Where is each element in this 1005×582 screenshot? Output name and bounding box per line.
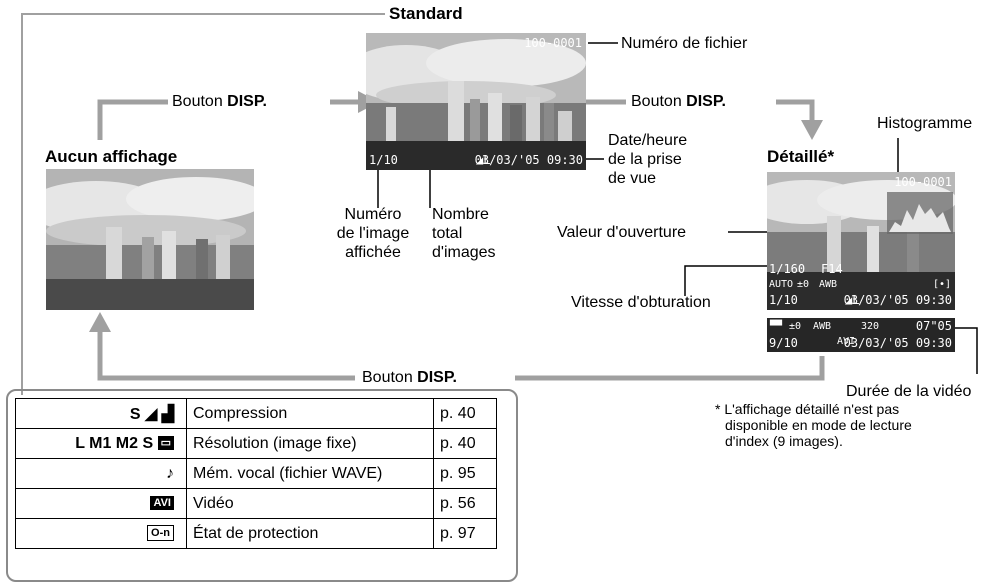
table-row: L M1 M2 S ▭ Résolution (image fixe) p. 4…	[15, 428, 497, 459]
row-description: Résolution (image fixe)	[186, 428, 434, 459]
standard-datetime: 03/03/'05 09:30	[474, 153, 583, 167]
bouton-prefix: Bouton	[172, 93, 223, 110]
video-duration: 07"05	[915, 319, 952, 333]
protect-key-icon: O-n	[15, 518, 187, 549]
bouton-disp-label-bottom: Bouton DISP.	[362, 368, 457, 387]
detail-auto-mode: AUTO	[769, 279, 794, 290]
detail-shutter-speed: 1/160	[769, 262, 806, 276]
aucun-affichage-title: Aucun affichage	[45, 147, 178, 166]
row-description: État de protection	[186, 518, 434, 549]
video-resolution: 320	[861, 321, 880, 332]
video-image-count: 9/10	[769, 336, 798, 350]
detail-file-number: 100-0001	[894, 175, 952, 189]
city-skyline-image	[46, 169, 254, 310]
row-page: p. 56	[433, 488, 497, 519]
disp-word: DISP.	[417, 369, 457, 386]
bouton-disp-label-left: Bouton DISP.	[172, 92, 267, 111]
standard-title: Standard	[389, 4, 463, 23]
detail-datetime: 03/03/'05 09:30	[843, 293, 952, 307]
duree-video-label: Durée de la vidéo	[846, 383, 972, 400]
footnote: * L'affichage détaillé n'est pas disponi…	[715, 401, 912, 449]
row-page: p. 40	[433, 428, 497, 459]
row-description: Vidéo	[186, 488, 434, 519]
bouton-prefix: Bouton	[362, 369, 413, 386]
detail-compression-icon: ◢L	[845, 293, 860, 307]
histogram-graph	[887, 192, 953, 234]
video-format: AVI	[837, 336, 856, 347]
disp-word: DISP.	[227, 93, 267, 110]
video-exposure: ±0	[789, 321, 802, 332]
compression-icons: S ◢ ▟	[15, 398, 187, 429]
detail-image-count: 1/10	[769, 293, 798, 307]
row-page: p. 97	[433, 518, 497, 549]
standard-photo: 100-0001 1/10 03/03/'05 09:30 ◢L	[366, 33, 586, 170]
city-skyline-image	[366, 33, 586, 170]
video-icon: ▀▀	[770, 321, 783, 332]
video-datetime: 03/03/'05 09:30	[843, 336, 952, 350]
compression-icon: ◢L	[476, 153, 491, 167]
detaille-title: Détaillé*	[767, 147, 835, 166]
histogramme-label: Histogramme	[877, 115, 973, 132]
row-page: p. 95	[433, 458, 497, 489]
vitesse-obturation-label: Vitesse d'obturation	[571, 294, 711, 311]
table-row: O-n État de protection p. 97	[15, 518, 497, 549]
video-info-strip: ▀▀ ±0 AWB 320 07"05 9/10 AVI 03/03/'05 0…	[767, 318, 955, 352]
detailed-photo: 100-0001 1/160 F14 AUTO ±0 AWB [•] 1/10 …	[767, 172, 955, 310]
bouton-prefix: Bouton	[631, 93, 682, 110]
row-page: p. 40	[433, 398, 497, 429]
table-row: S ◢ ▟ Compression p. 40	[15, 398, 497, 429]
table-row: ♪ Mém. vocal (fichier WAVE) p. 95	[15, 458, 497, 489]
standard-image-count: 1/10	[369, 153, 398, 167]
valeur-ouverture-label: Valeur d'ouverture	[557, 224, 687, 241]
video-white-balance: AWB	[813, 321, 832, 332]
numero-fichier-label: Numéro de fichier	[621, 35, 748, 52]
standard-file-number: 100-0001	[524, 36, 582, 50]
icon-reference-table: S ◢ ▟ Compression p. 40 L M1 M2 S ▭ Réso…	[15, 398, 497, 549]
no-display-photo	[46, 169, 254, 310]
resolution-icons: L M1 M2 S ▭	[15, 428, 187, 459]
row-description: Compression	[186, 398, 434, 429]
table-row: AVI Vidéo p. 56	[15, 488, 497, 519]
disp-word: DISP.	[686, 93, 726, 110]
bouton-disp-label-right: Bouton DISP.	[631, 92, 726, 111]
numero-image-label: Numéro de l'image affichée	[336, 206, 410, 261]
detail-aperture: F14	[821, 262, 843, 276]
detail-white-balance: AWB	[819, 279, 838, 290]
sound-memo-icon: ♪	[15, 458, 187, 489]
nombre-total-label: Nombre total d'images	[432, 206, 496, 261]
detail-exposure: ±0	[797, 279, 810, 290]
date-heure-label: Date/heure de la prise de vue	[608, 132, 688, 187]
movie-icon: AVI	[15, 488, 187, 519]
widescreen-icon: ▭	[157, 436, 174, 451]
row-description: Mém. vocal (fichier WAVE)	[186, 458, 434, 489]
metering-icon: [•]	[932, 279, 951, 290]
